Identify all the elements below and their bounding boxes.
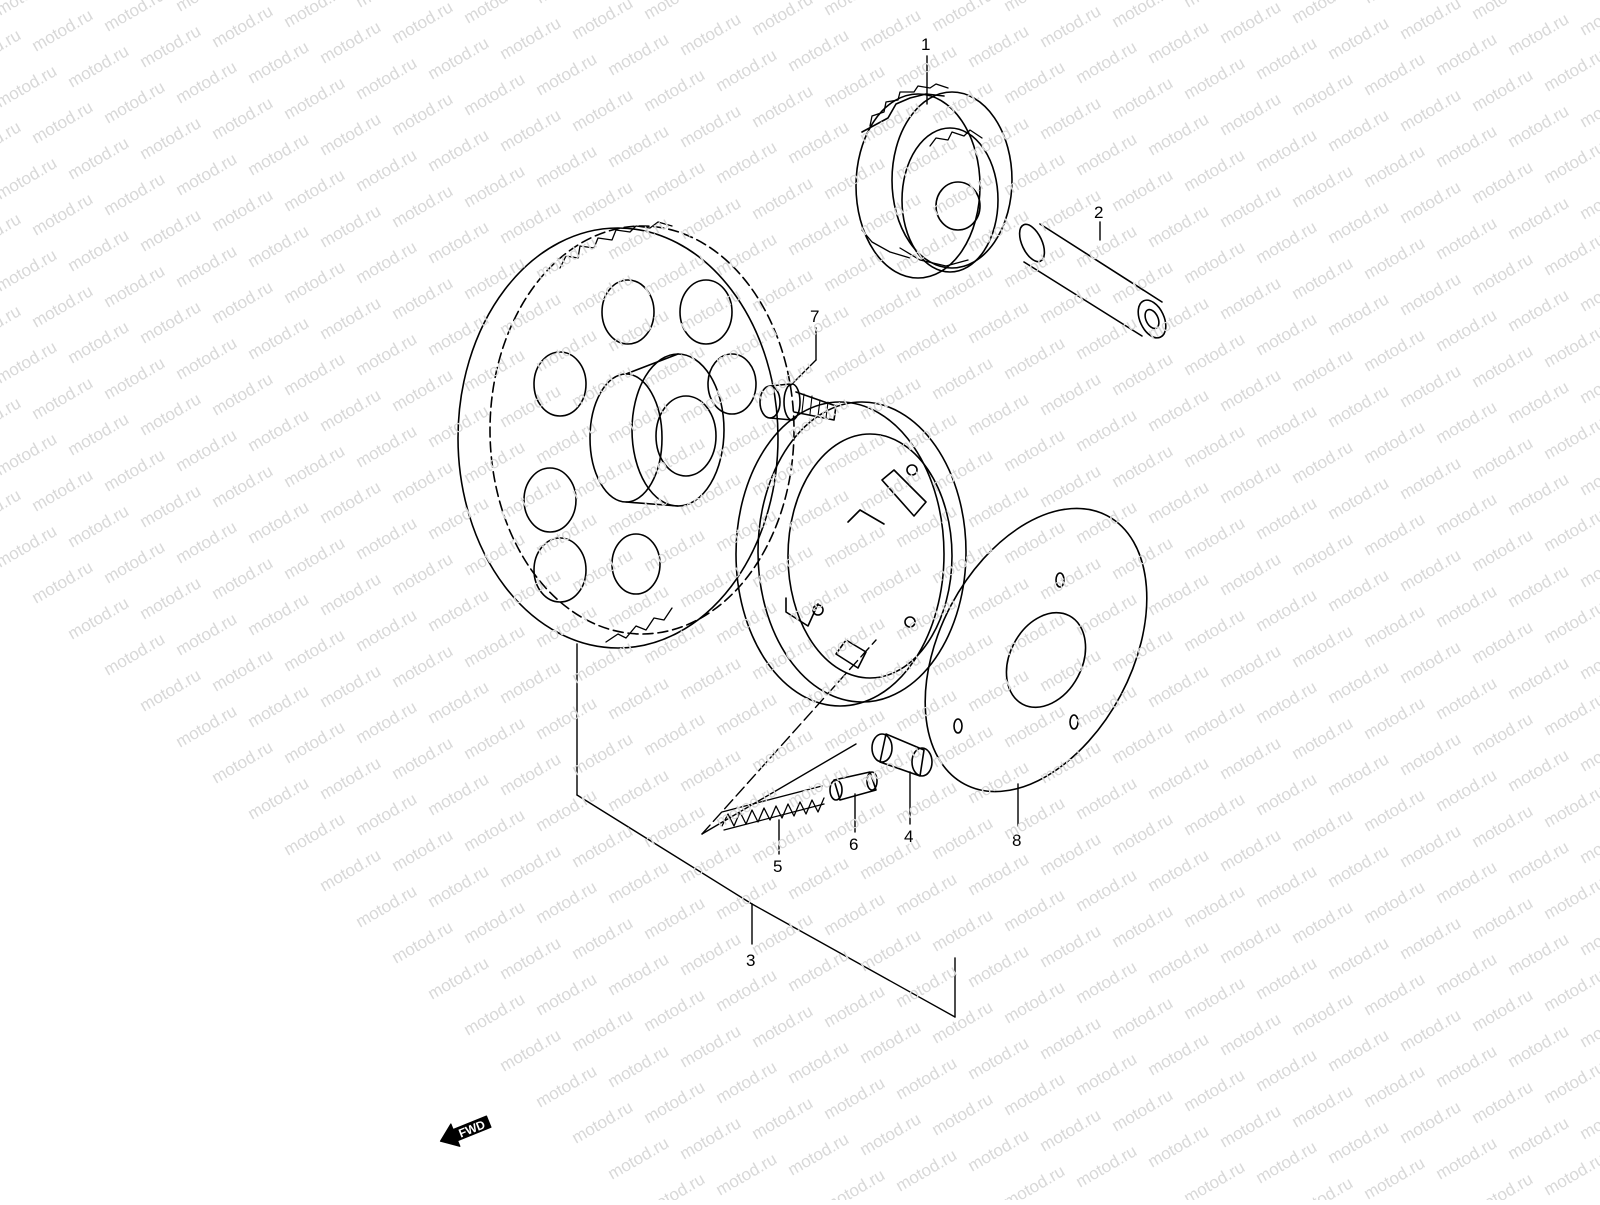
shaft-part-2 (1014, 221, 1171, 343)
callout-6: 6 (849, 835, 858, 854)
roller-part-4 (872, 734, 932, 776)
washer-plate-part-8 (880, 471, 1192, 830)
idle-gear-part-1 (856, 84, 1012, 278)
callout-leader-lines (577, 56, 1100, 1017)
plunger-part-6 (830, 772, 877, 800)
fwd-arrow-icon: FWD (436, 1111, 493, 1153)
callout-5: 5 (773, 857, 782, 876)
callout-2: 2 (1094, 203, 1103, 222)
callout-4: 4 (904, 827, 913, 846)
callout-7: 7 (810, 307, 819, 326)
clutch-housing-part-3 (736, 402, 966, 706)
fwd-label: FWD (457, 1117, 488, 1140)
starter-driven-gear-part-3 (458, 222, 794, 648)
callout-3: 3 (746, 951, 755, 970)
callout-1: 1 (921, 35, 930, 54)
callout-8: 8 (1012, 831, 1021, 850)
